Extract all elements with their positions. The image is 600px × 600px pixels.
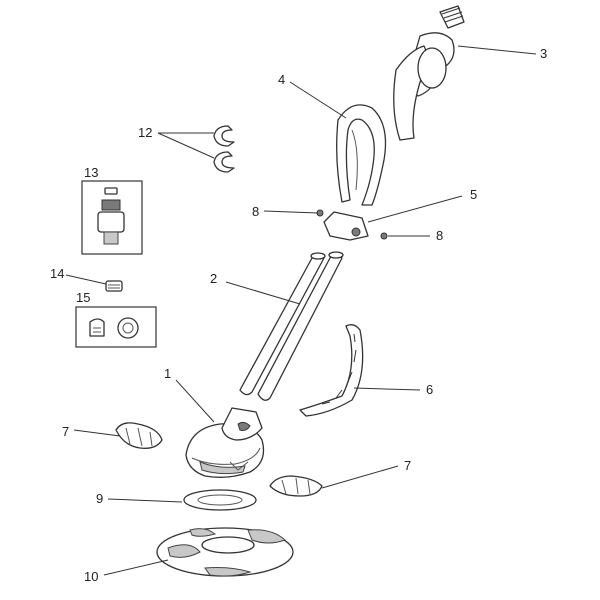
callout-5: 5 bbox=[470, 187, 477, 202]
callout-14: 14 bbox=[50, 266, 64, 281]
callout-13: 13 bbox=[84, 165, 98, 180]
callout-8-left: 8 bbox=[252, 204, 259, 219]
part-6-rail bbox=[299, 324, 364, 417]
callout-10: 10 bbox=[84, 569, 98, 584]
part-8-screw-right bbox=[380, 232, 388, 240]
part-7-wing-right bbox=[269, 475, 323, 497]
callout-12: 12 bbox=[138, 125, 152, 140]
part-2-pipes bbox=[239, 251, 344, 401]
part-14-cap bbox=[105, 280, 123, 292]
part-15-box bbox=[75, 306, 157, 348]
callout-15: 15 bbox=[76, 290, 90, 305]
part-3-swivel bbox=[393, 5, 465, 141]
callout-1: 1 bbox=[164, 366, 171, 381]
callout-2: 2 bbox=[210, 271, 217, 286]
callout-7-right: 7 bbox=[404, 458, 411, 473]
part-12-clip-lower bbox=[213, 151, 235, 173]
part-9-ring bbox=[183, 489, 257, 511]
callouts: 1 2 3 4 5 6 7 7 8 8 9 10 12 13 14 15 bbox=[50, 46, 547, 584]
callout-3: 3 bbox=[540, 46, 547, 61]
part-10-disc bbox=[156, 527, 294, 577]
leader-lines bbox=[65, 45, 537, 576]
callout-6: 6 bbox=[426, 382, 433, 397]
part-5-coupling bbox=[323, 211, 369, 241]
callout-8-right: 8 bbox=[436, 228, 443, 243]
callout-4: 4 bbox=[278, 72, 285, 87]
part-7-wing-left bbox=[115, 422, 163, 449]
part-12-clip-upper bbox=[213, 125, 235, 147]
part-13-box bbox=[81, 180, 143, 255]
callout-9: 9 bbox=[96, 491, 103, 506]
part-4-hanger bbox=[336, 104, 387, 206]
callout-7-left: 7 bbox=[62, 424, 69, 439]
part-1-head bbox=[185, 407, 265, 478]
